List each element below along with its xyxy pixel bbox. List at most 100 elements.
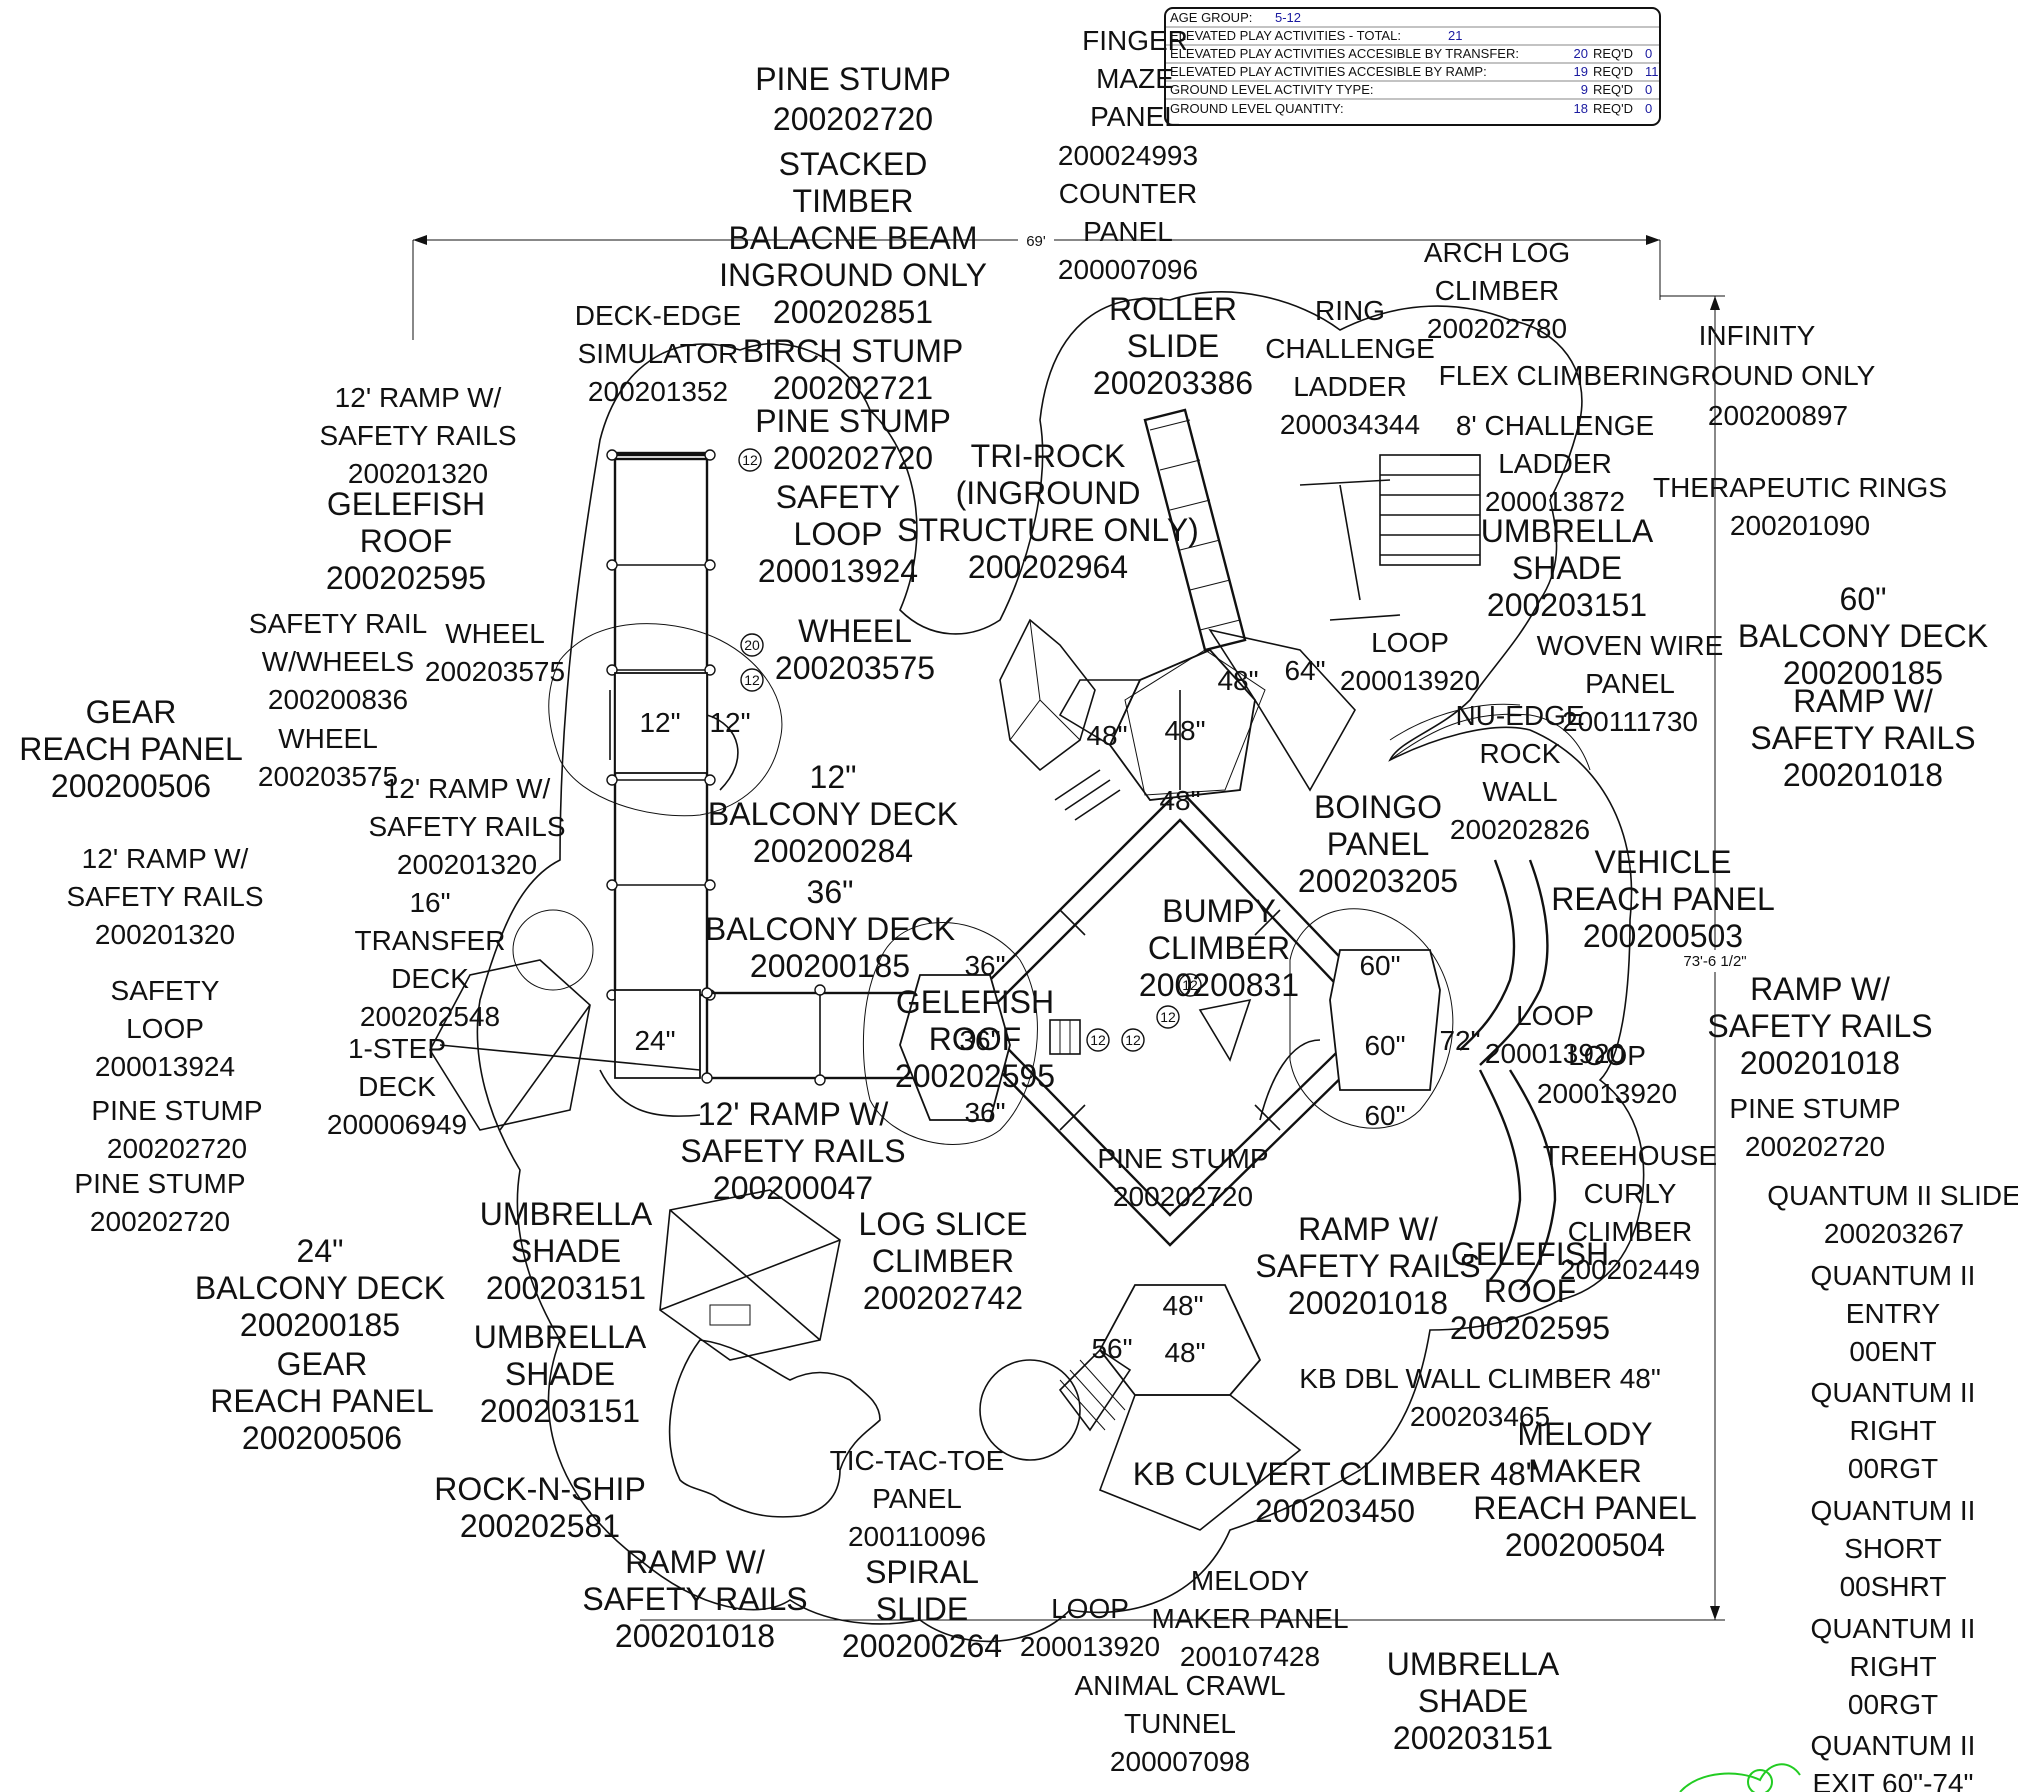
component-label-line: ROOF [360, 523, 452, 559]
component-label-line: QUANTUM II [1811, 1377, 1976, 1408]
umbrella-hex-left [429, 909, 701, 1131]
table-row-req-value: 11 [1645, 64, 1659, 79]
component-label-line: 12' RAMP W/ [698, 1096, 889, 1132]
left-decks [548, 623, 783, 817]
component-label-line: RAMP W/ [1793, 683, 1933, 719]
component-label-line: 200201320 [95, 919, 235, 950]
component-label-line: 200203575 [775, 650, 935, 686]
component-label-line: WHEEL [445, 618, 545, 649]
component-label-line: 200201018 [1783, 757, 1943, 793]
component-label-line: LOOP [126, 1013, 204, 1044]
component-label-line: TRANSFER [355, 925, 506, 956]
corner-mark [1679, 1763, 1801, 1792]
component-label-line: PINE STUMP [755, 403, 951, 439]
component-label-line: WOVEN WIRE [1537, 630, 1724, 661]
component-label-line: ROCK [1480, 738, 1561, 769]
component-label-line: 200013920 [1485, 1038, 1625, 1069]
component-label-line: REACH PANEL [210, 1383, 433, 1419]
table-row-label: GROUND LEVEL QUANTITY: [1170, 101, 1344, 116]
rock-n-ship [659, 1189, 881, 1518]
component-label-line: 200201320 [348, 458, 488, 489]
component-label-line: SAFETY RAILS [1255, 1248, 1480, 1284]
component-label-line: MELODY [1191, 1565, 1310, 1596]
table-row-value: 5-12 [1275, 10, 1301, 25]
deck-height-mark: 24" [634, 1025, 675, 1056]
component-label-line: ROOF [1484, 1273, 1576, 1309]
component-label-line: BIRCH STUMP [743, 333, 963, 369]
component-label-line: 200200506 [51, 768, 211, 804]
component-label-line: UMBRELLA [1387, 1646, 1560, 1682]
component-label-line: TRI-ROCK [971, 438, 1126, 474]
component-label: PINE STUMP 200202720 [755, 61, 951, 137]
component-label-line: LOOP [1051, 1593, 1129, 1624]
component-label-line: W/WHEELS [262, 646, 414, 677]
component-label-line: 200203575 [425, 656, 565, 687]
component-label-line: 00ENT [1849, 1336, 1936, 1367]
depth-dimension: 73'-6 1/2" [640, 295, 1762, 1621]
table-row-req: REQ'D [1593, 101, 1633, 116]
component-label-line: GEAR [277, 1346, 368, 1382]
component-label-line: QUANTUM II [1811, 1730, 1976, 1761]
component-label-line: KB CULVERT CLIMBER 48" [1133, 1456, 1537, 1492]
component-label: LOOP 200013920 [1485, 1000, 1625, 1069]
component-label-line: LOOP [1371, 627, 1449, 658]
component-label-line: 200203465 [1410, 1401, 1550, 1432]
component-label-line: PINE STUMP [91, 1095, 262, 1126]
component-label-line: 200203450 [1255, 1493, 1415, 1529]
component-label-line: 200202595 [895, 1058, 1055, 1094]
component-label-line: LOG SLICE [859, 1206, 1028, 1242]
component-label-line: 200111730 [1562, 706, 1698, 737]
circled-badge [1086, 1028, 1110, 1052]
component-label-line: 200202720 [1113, 1181, 1253, 1212]
component-label-line: CLIMBER [1148, 930, 1290, 966]
component-label-line: ANIMAL CRAWL [1074, 1670, 1285, 1701]
component-label-line: 200200836 [268, 684, 408, 715]
component-label-line: 200202721 [773, 370, 933, 406]
component-label-line: 12' RAMP W/ [384, 773, 551, 804]
deck-height-mark: 72" [1439, 1025, 1480, 1056]
component-label-line: ENTRY [1846, 1298, 1941, 1329]
component-label-line: 200200284 [753, 833, 913, 869]
component-label-line: LOOP [1516, 1000, 1594, 1031]
table-row-label: AGE GROUP: [1170, 10, 1252, 25]
component-label-line: CLIMBER [1568, 1216, 1692, 1247]
deck-height-mark: 48" [1162, 1290, 1203, 1321]
component-label-line: PINE STUMP [755, 61, 951, 97]
component-label-line: 200200504 [1505, 1527, 1665, 1563]
table-row-value: 9 [1581, 82, 1588, 97]
component-label-line: CURLY [1584, 1178, 1677, 1209]
overall-width-label: 69' [1026, 233, 1046, 250]
deck-height-mark: 60" [1359, 950, 1400, 981]
component-label-line: 200200264 [842, 1628, 1002, 1664]
component-label-line: RIGHT [1849, 1415, 1936, 1446]
component-label-line: BALCONY DECK [195, 1270, 445, 1306]
component-label-line: 12" [810, 759, 857, 795]
component-label-line: SPIRAL [865, 1554, 979, 1590]
component-label-line: MELODY [1517, 1416, 1652, 1452]
component-label: FLEX CLIMBERINGROUND ONLY [1439, 360, 1876, 391]
table-row-label: ELEVATED PLAY ACTIVITIES - TOTAL: [1170, 28, 1401, 43]
component-label-line: INGROUND ONLY [719, 257, 987, 293]
overall-depth-label: 73'-6 1/2" [1683, 953, 1746, 970]
component-label-line: 200202720 [773, 101, 933, 137]
